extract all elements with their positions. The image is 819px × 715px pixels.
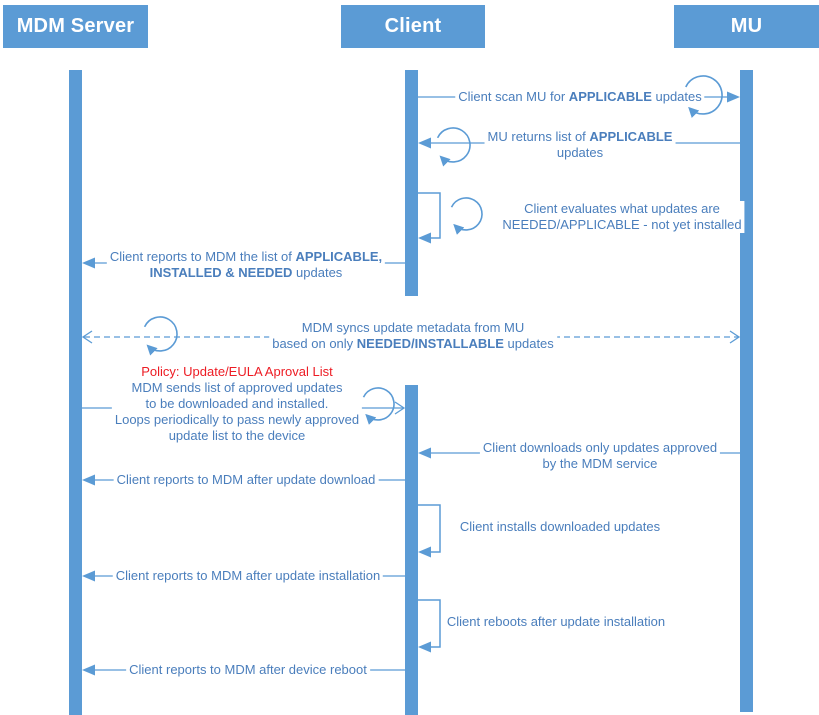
arrow-downloads-head (418, 447, 431, 459)
label-policy-block: Policy: Update/EULA Aproval List MDM sen… (111, 364, 363, 444)
label-downloads-line2: by the MDM service (542, 456, 658, 471)
loop-icon-scan (685, 75, 723, 118)
label-scan-bold: APPLICABLE (568, 89, 652, 104)
label-evaluates-line2: NEEDED/APPLICABLE - not yet installed (502, 217, 742, 232)
label-evaluates-line1: Client evaluates what updates are (524, 201, 720, 216)
label-returns-bold: APPLICABLE (589, 129, 673, 144)
label-policy-line4: update list to the device (168, 428, 306, 443)
self-reboots-head (418, 641, 431, 653)
self-reboots-line (418, 599, 441, 648)
arrow-reports-list-head (82, 257, 95, 269)
loop-icon-approved (362, 387, 395, 425)
label-sync: MDM syncs update metadata from MU based … (269, 320, 557, 352)
label-sync-line2-post: updates (503, 336, 554, 351)
loop-icon-returns (436, 127, 471, 167)
label-reports-list-bold1: APPLICABLE, (295, 249, 383, 264)
label-sync-line2-bold: NEEDED/INSTALLABLE (356, 336, 504, 351)
label-scan-post: updates (651, 89, 702, 104)
arrow-scan-head (727, 91, 740, 103)
label-reports-list: Client reports to MDM the list of APPLIC… (106, 249, 386, 281)
actor-mu-label: MU (730, 15, 763, 37)
lifeline-client-2 (405, 385, 418, 715)
loop-icon-sync (143, 316, 178, 356)
label-downloads: Client downloads only updates approved b… (479, 440, 721, 472)
arrow-report-reboot-head (82, 664, 95, 676)
label-scan: Client scan MU for APPLICABLE updates (455, 89, 705, 105)
self-evaluates-line (418, 192, 441, 239)
lifeline-client-1 (405, 70, 418, 296)
label-returns-line2: updates (556, 145, 604, 160)
label-report-install: Client reports to MDM after update insta… (112, 568, 384, 584)
arrow-sync-chevron-right (729, 330, 741, 344)
label-evaluates: Client evaluates what updates are NEEDED… (499, 201, 745, 233)
actor-mdm-server: MDM Server (3, 5, 148, 48)
label-reports-list-pre: Client reports to MDM the list of (109, 249, 296, 264)
actor-client-label: Client (384, 15, 442, 37)
label-reports-list-bold2: INSTALLED & NEEDED (149, 265, 293, 280)
label-report-download: Client reports to MDM after update downl… (113, 472, 379, 488)
label-reports-list-post: updates (292, 265, 343, 280)
label-downloads-line1: Client downloads only updates approved (482, 440, 718, 455)
label-policy-title: Policy: Update/EULA Aproval List (141, 364, 333, 379)
arrow-approved-chevron (394, 401, 406, 415)
self-evaluates-head (418, 232, 431, 244)
actor-client: Client (341, 5, 485, 48)
self-installs-head (418, 546, 431, 558)
self-installs-line (418, 504, 441, 553)
actor-mu: MU (674, 5, 819, 48)
loop-icon-evaluates (450, 197, 483, 235)
arrow-report-download-head (82, 474, 95, 486)
label-installs: Client installs downloaded updates (456, 519, 664, 535)
actor-mdm-server-label: MDM Server (16, 15, 135, 37)
label-policy-line3: Loops periodically to pass newly approve… (114, 412, 360, 427)
arrow-report-install-head (82, 570, 95, 582)
label-policy-line2: to be downloaded and installed. (145, 396, 329, 411)
label-sync-line1: MDM syncs update metadata from MU (301, 320, 525, 335)
label-sync-line2-pre: based on only (272, 336, 357, 351)
arrow-sync-chevron-left (81, 330, 93, 344)
label-report-reboot: Client reports to MDM after device reboo… (126, 662, 370, 678)
label-reboots: Client reboots after update installation (443, 614, 669, 630)
arrow-returns-head (418, 137, 431, 149)
lifeline-mdm-server (69, 70, 82, 715)
label-scan-pre: Client scan MU for (458, 89, 569, 104)
label-returns-pre: MU returns list of (487, 129, 590, 144)
label-returns: MU returns list of APPLICABLE updates (484, 129, 676, 161)
label-policy-line1: MDM sends list of approved updates (131, 380, 343, 395)
